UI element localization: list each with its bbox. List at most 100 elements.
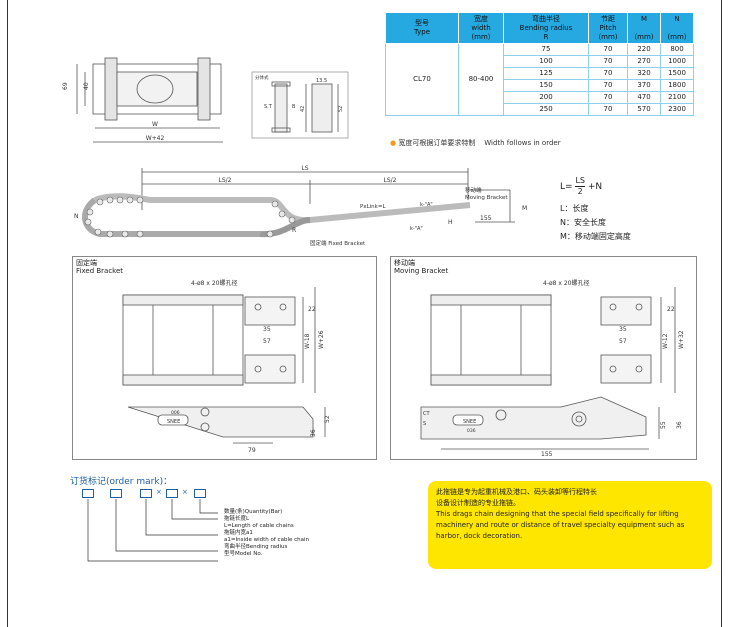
col-m: M(mm) xyxy=(627,12,661,44)
moving-bracket-panel: 移动端 Moving Bracket 4-ø8 x 20螺孔径 22 35 57 xyxy=(390,256,697,460)
width-note: ● 宽度可根据订单要求特制 Width follows in order xyxy=(390,138,561,148)
formula-lhs: L= xyxy=(560,182,573,192)
bullet-icon: ● xyxy=(390,139,397,147)
label-moving-en: Moving Bracket xyxy=(465,195,508,201)
moving-brand: SNEE xyxy=(463,419,476,425)
cell-r: 125 xyxy=(503,67,589,80)
order-box xyxy=(194,489,206,498)
order-box xyxy=(140,489,152,498)
def-m: M：移动端固定高度 xyxy=(560,232,631,241)
order-box xyxy=(110,489,122,498)
formula-rhs: +N xyxy=(587,182,603,192)
label-fixed: 固定端 Fixed Bracket xyxy=(310,239,366,247)
moving-title-cn: 移动端 xyxy=(394,259,415,267)
dim-52: 52 xyxy=(338,106,344,112)
dim-b: B xyxy=(292,104,296,110)
def-l: L：长度 xyxy=(560,204,589,213)
right-border-line xyxy=(721,0,722,627)
cell-pitch: 70 xyxy=(588,43,628,56)
cross-section-drawing: 69 40 W W+42 xyxy=(62,57,223,143)
moving-bracket-drawing: 4-ø8 x 20螺孔径 22 35 57 W-12 W+32 SNEE 036… xyxy=(420,279,685,458)
cell-m: 220 xyxy=(627,43,661,56)
def-n: N：安全长度 xyxy=(560,218,606,227)
moving-w12: W-12 xyxy=(662,333,669,349)
table-row: CL70 80-400 75 70 220 800 xyxy=(385,43,694,116)
dim-69: 69 xyxy=(62,82,69,90)
fixed-d22: 22 xyxy=(308,306,316,313)
dim-13-5: 13.5 xyxy=(316,78,327,84)
cell-m: 370 xyxy=(627,79,661,92)
table-row: 125 70 320 1500 xyxy=(386,67,694,80)
table-row: 250 70 570 2300 xyxy=(386,103,694,116)
cell-pitch: 70 xyxy=(588,103,628,116)
label-ls2-right: LS/2 xyxy=(384,177,397,184)
order-box xyxy=(166,489,178,498)
table-row: 100 70 270 1000 xyxy=(386,55,694,68)
note-en-text: This drags chain designing that the spec… xyxy=(436,510,685,540)
formula-fraction: LS 2 xyxy=(575,176,585,197)
legend-model: 型号Model No. xyxy=(224,551,263,557)
fixed-d35: 35 xyxy=(263,326,271,333)
label-a1: k-"A" xyxy=(420,202,433,208)
chain-drawing: LS LS/2 LS/2 移动端 Moving Bracket PxLink=L… xyxy=(74,165,527,247)
dim-w: W xyxy=(152,121,158,128)
cell-n: 1500 xyxy=(660,67,694,80)
moving-panel-title: 移动端 Moving Bracket xyxy=(394,259,448,275)
formula-den: 2 xyxy=(577,187,583,196)
cell-m: 570 xyxy=(627,103,661,116)
moving-d22: 22 xyxy=(667,306,675,313)
label-ls: LS xyxy=(301,165,308,172)
application-note: 此拖链是专为起重机械及港口、码头装卸等行程特长 设备设计制造的专业拖链。 Thi… xyxy=(428,481,712,569)
moving-d55: 55 xyxy=(660,421,667,429)
note-en: Width follows in order xyxy=(484,139,561,147)
cell-r: 200 xyxy=(503,91,589,104)
fixed-d79: 79 xyxy=(248,447,256,454)
label-ls2-left: LS/2 xyxy=(219,177,232,184)
cell-r: 250 xyxy=(503,103,589,116)
fixed-w26: W+26 xyxy=(318,330,325,349)
cell-r: 150 xyxy=(503,79,589,92)
note-cn-line1: 此拖链是专为起重机械及港口、码头装卸等行程特长 xyxy=(436,488,597,496)
fixed-w18: W-18 xyxy=(304,333,311,349)
fixed-d57: 57 xyxy=(263,338,271,345)
moving-title-en: Moving Bracket xyxy=(394,267,449,275)
left-border-line xyxy=(7,0,8,627)
moving-d57: 57 xyxy=(619,338,627,345)
cell-width: 80-400 xyxy=(458,43,504,116)
cell-m: 270 xyxy=(627,55,661,68)
fixed-d52: 52 xyxy=(324,415,331,423)
label-moving: 移动端 xyxy=(465,186,482,194)
label-155: 155 xyxy=(480,215,492,222)
label-a2: k-"A" xyxy=(410,226,423,232)
cell-n: 1000 xyxy=(660,55,694,68)
profile-drawing: 分体式 S.T B 13.5 42 52 xyxy=(251,71,349,139)
moving-d35: 35 xyxy=(619,326,627,333)
moving-s: S xyxy=(423,421,426,427)
moving-ct: CT xyxy=(423,411,430,417)
cell-m: 320 xyxy=(627,67,661,80)
times-sign: × xyxy=(156,488,162,496)
formula-num: LS xyxy=(575,176,585,187)
fixed-d006: 006 xyxy=(171,410,180,416)
moving-holes: 4-ø8 x 20螺孔径 xyxy=(543,279,589,287)
cell-type: CL70 xyxy=(385,43,459,116)
order-legend: 数量(条)Quantity(Bar) 拖链长度L L=Length of cab… xyxy=(224,509,309,558)
col-n: N(mm) xyxy=(660,12,694,44)
cell-n: 1800 xyxy=(660,79,694,92)
cell-pitch: 70 xyxy=(588,67,628,80)
fixed-brand: SNEE xyxy=(167,419,180,425)
table-row: 200 70 470 2100 xyxy=(386,91,694,104)
cell-pitch: 70 xyxy=(588,91,628,104)
order-leader-lines xyxy=(87,499,218,562)
fixed-panel-title: 固定端 Fixed Bracket xyxy=(76,259,123,275)
dim-42: 42 xyxy=(300,106,306,112)
cell-pitch: 70 xyxy=(588,79,628,92)
cell-pitch: 70 xyxy=(588,55,628,68)
note-cn: 宽度可根据订单要求特制 xyxy=(398,139,476,147)
cell-n: 2300 xyxy=(660,103,694,116)
